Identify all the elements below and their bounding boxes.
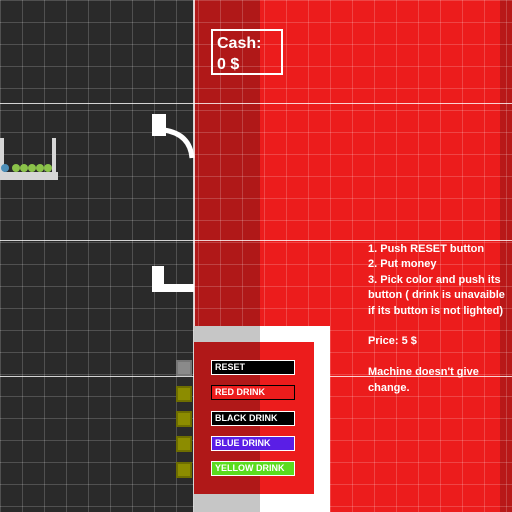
green-ball[interactable]	[44, 164, 52, 172]
cash-display: Cash: 0 $	[211, 29, 283, 75]
funnel-top-block	[152, 114, 166, 136]
coin-slot-reset[interactable]	[176, 360, 192, 376]
guide-line-middle	[0, 240, 512, 241]
guide-line-top	[0, 103, 512, 104]
coin-slot-red[interactable]	[176, 386, 192, 402]
coin-slot-black[interactable]	[176, 411, 192, 427]
shelf-right-wall	[52, 138, 56, 172]
coin-slot-blue[interactable]	[176, 436, 192, 452]
reset-button-label: RESET	[215, 362, 246, 372]
green-ball[interactable]	[36, 164, 44, 172]
coin-slot-yellow[interactable]	[176, 462, 192, 478]
vending-machine-right-edge	[500, 0, 512, 512]
cash-amount: 0 $	[217, 56, 240, 73]
red-drink-button[interactable]: RED DRINK	[211, 385, 295, 400]
green-ball[interactable]	[28, 164, 36, 172]
shelf-left-wall	[0, 138, 4, 172]
cash-label: Cash:	[217, 35, 262, 52]
green-ball[interactable]	[12, 164, 20, 172]
red-drink-button-label: RED DRINK	[215, 387, 266, 397]
green-ball[interactable]	[20, 164, 28, 172]
machine-divider-line	[193, 0, 195, 512]
reset-button[interactable]: RESET	[211, 360, 295, 375]
shelf-base	[0, 172, 58, 180]
instructions-text: 1. Push RESET button 2. Put money 3. Pic…	[368, 243, 505, 394]
funnel-curve	[163, 127, 195, 159]
black-drink-button-label: BLACK DRINK	[215, 413, 278, 423]
yellow-drink-button-label: YELLOW DRINK	[215, 463, 285, 473]
blue-drink-button[interactable]: BLUE DRINK	[211, 436, 295, 451]
blue-ball[interactable]	[1, 164, 9, 172]
funnel-bottom-bar	[152, 284, 194, 292]
yellow-drink-button[interactable]: YELLOW DRINK	[211, 461, 295, 476]
black-drink-button[interactable]: BLACK DRINK	[211, 411, 295, 426]
blue-drink-button-label: BLUE DRINK	[215, 438, 271, 448]
